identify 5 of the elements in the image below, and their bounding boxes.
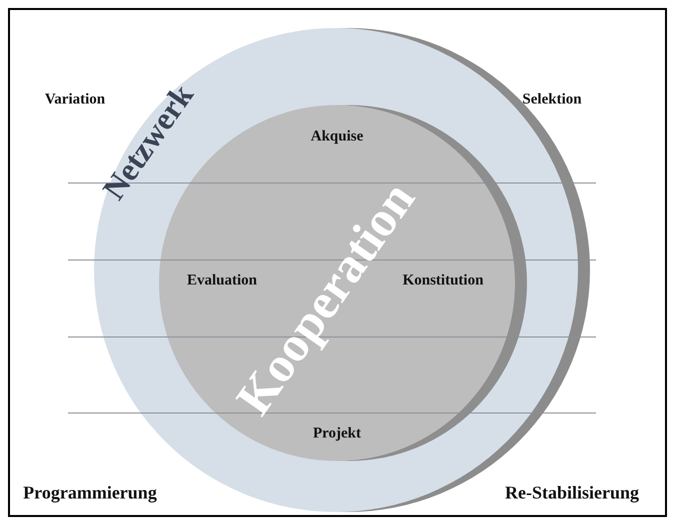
stage-label: Selektion: [522, 92, 582, 108]
phase-label: Projekt: [312, 426, 362, 442]
stage-label: Programmierung: [23, 482, 157, 504]
stage-label: Re-Stabilisierung: [505, 482, 639, 504]
phase-label: Akquise: [310, 128, 364, 146]
